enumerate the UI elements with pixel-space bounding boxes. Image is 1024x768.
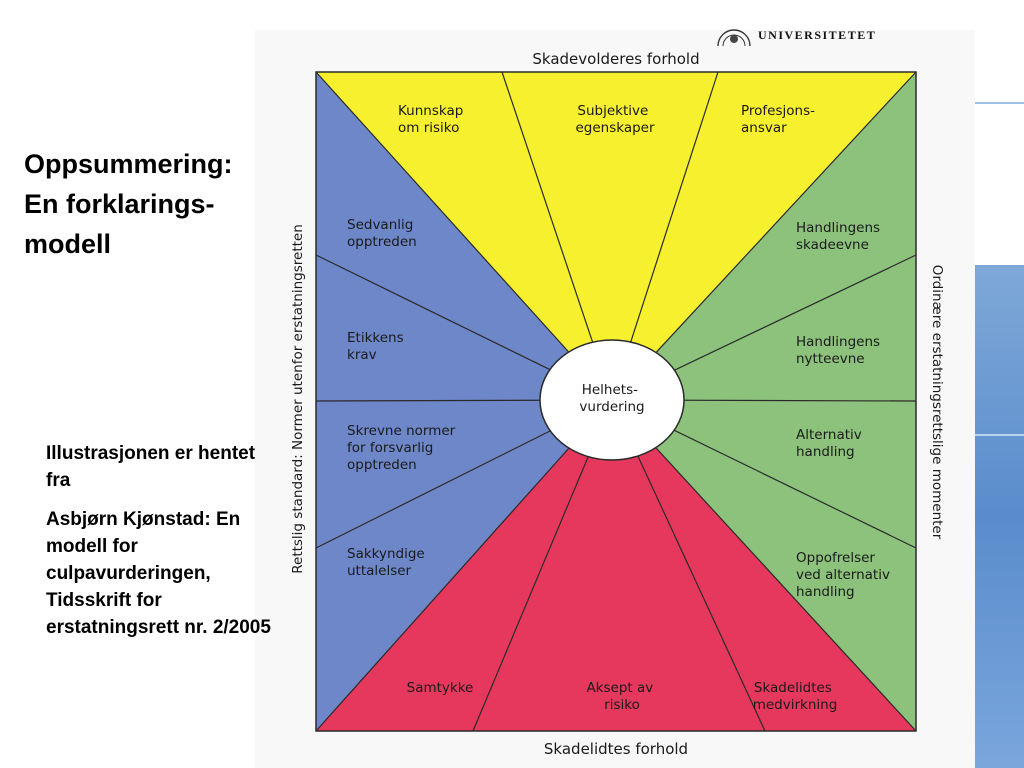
decorative-line bbox=[975, 102, 1024, 104]
factor-label: Sakkyndige uttalelser bbox=[347, 546, 429, 579]
label-line: handling bbox=[796, 444, 855, 460]
factor-label: Kunnskap om risiko bbox=[398, 103, 468, 136]
right-heading: Ordinære erstatningsrettslige momenter bbox=[929, 265, 945, 540]
university-logo: UNIVERSITETET bbox=[716, 22, 876, 48]
factor-label: Handlingens nytteevne bbox=[796, 334, 884, 367]
label-line: egenskaper bbox=[575, 120, 654, 136]
label-line: uttalelser bbox=[347, 563, 412, 579]
center-ellipse bbox=[539, 339, 685, 461]
factor-label: Etikkens krav bbox=[347, 330, 408, 363]
diagram-frame bbox=[315, 71, 917, 732]
factor-label: Skadelidtes medvirkning bbox=[753, 680, 838, 713]
factor-label: Oppofrelser ved alternativ handling bbox=[796, 550, 894, 600]
label-line: Sakkyndige bbox=[347, 546, 425, 562]
label-line: Sedvanlig bbox=[347, 217, 413, 233]
label-line: risiko bbox=[604, 697, 640, 713]
label-line: Handlingens bbox=[796, 334, 880, 350]
spoke-line bbox=[315, 399, 613, 732]
label-line: Alternativ bbox=[796, 427, 862, 443]
credit-source: Asbjørn Kjønstad: En modell for culpavur… bbox=[46, 509, 271, 638]
title-line: En forklarings- bbox=[24, 189, 215, 219]
factor-label: Subjektive egenskaper bbox=[575, 103, 654, 136]
label-line: nytteevne bbox=[796, 351, 865, 367]
university-seal-icon bbox=[717, 29, 751, 47]
left-sector bbox=[316, 72, 612, 731]
diagram-sectors bbox=[316, 72, 916, 731]
label-line: opptreden bbox=[347, 457, 417, 473]
decorative-side-band bbox=[975, 0, 1024, 768]
center-label: Helhets- vurdering bbox=[579, 382, 644, 415]
label-line: Skrevne normer bbox=[347, 423, 456, 439]
label-line: Subjektive bbox=[577, 103, 648, 119]
label-line: Handlingens bbox=[796, 220, 880, 236]
label-line: Etikkens bbox=[347, 330, 404, 346]
label-line: opptreden bbox=[347, 234, 417, 250]
top-heading: Skadevolderes forhold bbox=[532, 50, 699, 68]
label-line: krav bbox=[347, 347, 377, 363]
factor-label: Alternativ handling bbox=[796, 427, 866, 460]
label-line: vurdering bbox=[579, 399, 644, 415]
top-sector bbox=[316, 72, 916, 400]
spoke-line bbox=[315, 71, 613, 401]
label-line: Profesjons- bbox=[741, 103, 815, 119]
factor-label: Samtykke bbox=[407, 680, 474, 696]
label-line: Samtykke bbox=[407, 680, 474, 696]
label-line: Aksept av bbox=[586, 680, 653, 696]
factor-label: Aksept av risiko bbox=[586, 680, 657, 713]
label-line: skadeevne bbox=[796, 237, 869, 253]
bottom-sector bbox=[316, 400, 916, 731]
source-credit: Illustrasjonen er hentet fra Asbjørn Kjø… bbox=[46, 440, 276, 653]
title-line: modell bbox=[24, 229, 112, 259]
label-line: handling bbox=[796, 584, 855, 600]
spoke-line bbox=[611, 71, 917, 401]
label-line: Kunnskap bbox=[398, 103, 463, 119]
label-line: for forsvarlig bbox=[347, 440, 433, 456]
factor-label: Profesjons- ansvar bbox=[741, 103, 819, 136]
bottom-heading: Skadelidtes forhold bbox=[544, 740, 688, 758]
factor-label: Skrevne normer for forsvarlig opptreden bbox=[347, 423, 460, 473]
credit-intro: Illustrasjonen er hentet fra bbox=[46, 443, 256, 491]
factor-label: Handlingens skadeevne bbox=[796, 220, 884, 253]
label-line: Skadelidtes bbox=[754, 680, 832, 696]
label-line: ansvar bbox=[741, 120, 787, 136]
left-heading: Rettslig standard: Normer utenfor erstat… bbox=[290, 224, 306, 574]
decorative-blue-panel bbox=[975, 265, 1024, 768]
label-line: ved alternativ bbox=[796, 567, 890, 583]
label-line: om risiko bbox=[398, 120, 459, 136]
title-line: Oppsummering: bbox=[24, 149, 233, 179]
label-line: medvirkning bbox=[753, 697, 838, 713]
spoke-line bbox=[611, 399, 917, 732]
right-sector bbox=[612, 72, 916, 731]
decorative-line bbox=[975, 434, 1024, 436]
logo-text: UNIVERSITETET bbox=[758, 27, 877, 42]
label-line: Oppofrelser bbox=[796, 550, 875, 566]
factor-label: Sedvanlig opptreden bbox=[347, 217, 418, 250]
label-line: Helhets- bbox=[582, 382, 638, 398]
slide-title: Oppsummering: En forklarings- modell bbox=[24, 144, 233, 264]
